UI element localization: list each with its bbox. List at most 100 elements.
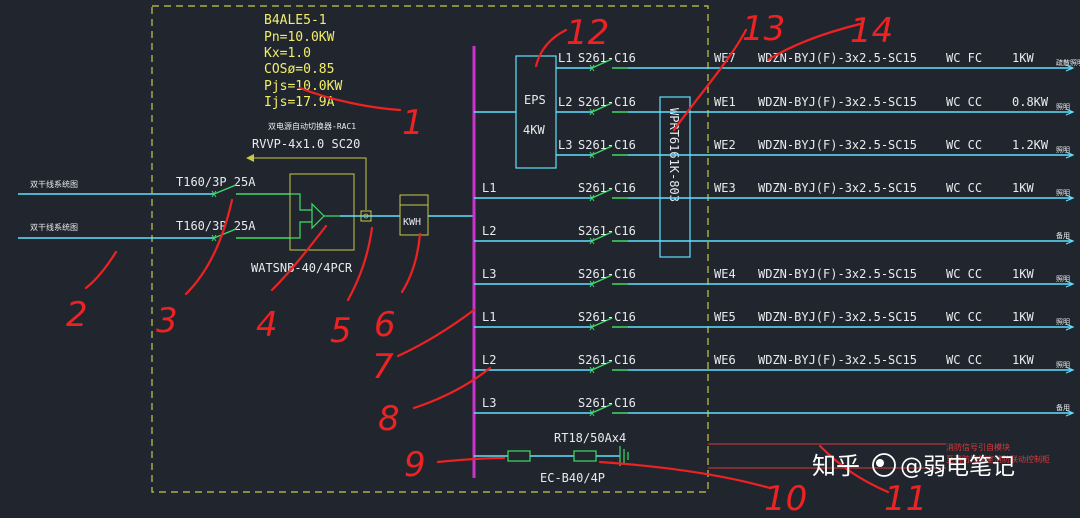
circuit-end-arrow xyxy=(1065,280,1075,288)
circuit-end-arrow xyxy=(1065,366,1075,374)
circuit-id: WE5 xyxy=(714,310,736,324)
circuit-power: 1KW xyxy=(1012,310,1034,324)
ats-model: WATSNB-40/4PCR xyxy=(251,261,353,275)
breaker-label: S261-C16 xyxy=(578,396,636,410)
ats-arrow xyxy=(246,154,254,162)
circuit-end-arrow xyxy=(1065,108,1075,116)
circuit-id: WE6 xyxy=(714,353,736,367)
circuit-id: WE1 xyxy=(714,95,736,109)
meter-box xyxy=(399,194,429,236)
spd-arrester xyxy=(573,450,597,462)
laying-method: WC CC xyxy=(946,353,982,367)
cable-spec: WDZN-BYJ(F)-3x2.5-SC15 xyxy=(758,353,917,367)
annotation-stroke xyxy=(598,460,772,490)
circuit-breaker-cross xyxy=(589,108,595,116)
eps-unit: EPS 4KW xyxy=(474,55,557,169)
annotation-number: 6 xyxy=(374,305,396,345)
circuit-breaker-switch xyxy=(591,317,628,328)
annotation-stroke xyxy=(270,224,328,292)
phase-label: L2 xyxy=(482,224,496,238)
annotation-stroke xyxy=(400,232,422,294)
annotation-number: 7 xyxy=(372,347,394,387)
load-label: 照明 xyxy=(1056,275,1070,283)
annotation-stroke xyxy=(436,456,506,464)
annotation-number: 13 xyxy=(742,9,785,49)
meter-label: KWH xyxy=(403,217,421,228)
fire-link-note: 消防信号引自模块 至消防控制室消防联动控制柜 xyxy=(708,442,1050,469)
circuit-end-arrow xyxy=(1065,237,1075,245)
panel-param: Ijs=17.9A xyxy=(264,95,335,110)
circuit-id: WE4 xyxy=(714,267,736,281)
annotation-stroke xyxy=(396,308,476,358)
spd-model-label: EC-B40/4P xyxy=(540,471,605,485)
incoming-breaker-label: T160/3P 25A xyxy=(176,219,256,233)
circuit-power: 0.8KW xyxy=(1012,95,1049,109)
phase-label: L1 xyxy=(482,310,496,324)
panel-name: B4ALE5-1 xyxy=(264,13,327,28)
breaker-label: S261-C16 xyxy=(578,51,636,65)
annotation-number: 8 xyxy=(378,399,400,439)
breaker-label: S261-C16 xyxy=(578,224,636,238)
circuit-breaker-cross xyxy=(589,237,595,245)
circuit-breaker-switch xyxy=(591,274,628,285)
panel-info: B4ALE5-1 Pn=10.0KW Kx=1.0 COSø=0.85 Pjs=… xyxy=(264,13,342,110)
load-label: 照明 xyxy=(1056,318,1070,326)
circuit-breaker-switch xyxy=(591,188,628,199)
annotation-stroke xyxy=(412,366,492,410)
phase-label: L1 xyxy=(482,181,496,195)
fire-note-text: 至消防控制室消防联动控制柜 xyxy=(946,454,1050,464)
phase-label: L2 xyxy=(558,95,572,109)
terminal-dot xyxy=(363,213,369,219)
circuit-breaker-switch xyxy=(591,360,628,371)
circuit-breaker-cross xyxy=(589,366,595,374)
breaker-label: S261-C16 xyxy=(578,353,636,367)
annotation-number: 12 xyxy=(566,13,609,53)
circuit-breaker-switch xyxy=(591,58,628,69)
phase-label: L1 xyxy=(558,51,572,65)
circuit-breaker-cross xyxy=(589,64,595,72)
module-box xyxy=(659,96,691,258)
control-module: WPRT6161K-803 xyxy=(659,96,691,258)
annotation-number: 14 xyxy=(850,11,893,51)
circuit-power: 1KW xyxy=(1012,267,1034,281)
annotation-stroke xyxy=(672,28,748,132)
circuit-id: WE3 xyxy=(714,181,736,195)
annotation-number: 9 xyxy=(404,445,426,485)
circuit-power: 1.2KW xyxy=(1012,138,1049,152)
panel-param: Pjs=10.0KW xyxy=(264,79,342,94)
laying-method: WC CC xyxy=(946,95,982,109)
spd-fuse-label: RT18/50Ax4 xyxy=(554,431,626,445)
cable-spec: WDZN-BYJ(F)-3x2.5-SC15 xyxy=(758,51,917,65)
circuit-breaker-switch xyxy=(591,102,628,113)
laying-method: WC FC xyxy=(946,51,982,65)
circuit-breaker-switch xyxy=(591,145,628,156)
phase-label: L3 xyxy=(558,138,572,152)
phase-label: L2 xyxy=(482,353,496,367)
laying-method: WC CC xyxy=(946,181,982,195)
watermark-logo: 知乎 xyxy=(812,452,860,480)
incoming-breaker-switch xyxy=(213,184,290,195)
eps-label: EPS xyxy=(524,93,546,107)
circuit-breaker-switch xyxy=(591,403,628,414)
cable-spec: WDZN-BYJ(F)-3x2.5-SC15 xyxy=(758,95,917,109)
incoming-breaker-label: T160/3P 25A xyxy=(176,175,256,189)
fire-note-text: 消防信号引自模块 xyxy=(946,442,1010,452)
load-label: 照明 xyxy=(1056,103,1070,111)
annotation-stroke xyxy=(534,28,568,68)
handwritten-annotations xyxy=(84,22,890,494)
annotation-stroke xyxy=(184,198,234,296)
cable-spec: WDZN-BYJ(F)-3x2.5-SC15 xyxy=(758,181,917,195)
panel-param: Pn=10.0KW xyxy=(264,30,335,45)
annotation-numbers: 1 2 3 4 5 6 7 8 9 10 11 12 13 14 xyxy=(66,9,927,518)
phase-label: L3 xyxy=(482,267,496,281)
wechat-icon xyxy=(872,453,896,477)
circuit-end-arrow xyxy=(1065,64,1075,72)
load-label: 照明 xyxy=(1056,146,1070,154)
ats-cable: RVVP-4x1.0 SC20 xyxy=(252,137,360,151)
ats-internal xyxy=(290,193,340,239)
circuit-power: 1KW xyxy=(1012,181,1034,195)
load-label: 备用 xyxy=(1056,403,1070,412)
laying-method: WC CC xyxy=(946,310,982,324)
